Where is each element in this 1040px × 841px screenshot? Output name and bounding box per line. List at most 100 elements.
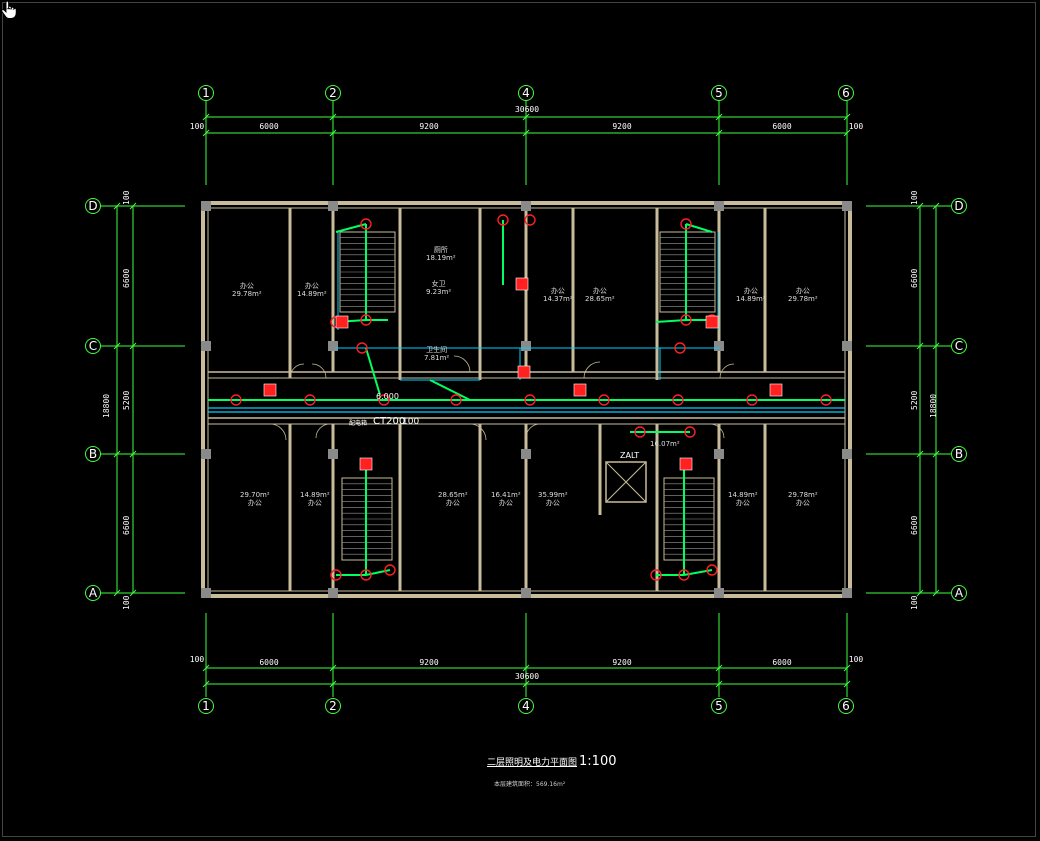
light-fixture [634,426,646,438]
dim-tick [129,202,137,210]
dim-tick [916,589,924,597]
dim-tick [329,129,337,137]
dim-top-2: 9200 [419,122,439,131]
axis-bubble-right-B: B [951,446,967,462]
axis-bubble-top-1: 1 [198,85,214,101]
dim-bottom-4: 6000 [772,658,792,667]
column [714,588,724,598]
column [328,449,338,459]
axis-bubble-right-A: A [951,585,967,601]
dim-tick [522,680,530,688]
light-fixture [330,569,342,581]
dim-tick [932,202,940,210]
elevator-label: ZALT [620,451,640,460]
axis-bubble-left-C: C [85,338,101,354]
circuit-run [365,347,381,396]
light-fixture [672,394,684,406]
dim-tick [932,450,940,458]
dim-tick [715,664,723,672]
axis-bubble-left-A: A [85,585,101,601]
distribution-panel [705,315,719,329]
dim-right-4: 100 [910,595,919,610]
elevator-shaft [605,461,647,503]
room-label: 16.07m² [650,440,680,448]
dim-tick [202,680,210,688]
column [201,449,211,459]
dim-bottom-3: 9200 [612,658,632,667]
dim-top-0: 100 [189,122,205,131]
column [201,341,211,351]
door-swing [709,423,725,439]
dim-top-4: 6000 [772,122,792,131]
distribution-panel [573,383,587,397]
dim-tick [843,129,851,137]
dim-right-1: 6600 [910,268,919,288]
door-swing [289,363,305,379]
dim-tick [329,664,337,672]
axis-bubble-bottom-2: 2 [325,698,341,714]
dim-right-2: 5200 [910,390,919,410]
dim-left-2: 5200 [122,390,131,410]
circuit-run [429,379,471,401]
panel-left-text: 配电箱 [349,420,368,427]
axis-bubble-left-D: D [85,198,101,214]
dim-tick [916,202,924,210]
dim-tick [843,664,851,672]
dim-left-3: 6600 [122,515,131,535]
axis-bubble-top-6: 6 [838,85,854,101]
light-fixture [650,569,662,581]
column [201,588,211,598]
column [714,201,724,211]
dim-tick [329,113,337,121]
dim-tick [202,664,210,672]
dim-right-0: 100 [910,190,919,205]
axis-bubble-top-2: 2 [325,85,341,101]
dim-left-1: 6600 [122,268,131,288]
light-fixture [304,394,316,406]
door-swing [315,423,331,439]
light-fixture [524,214,536,226]
dim-tick [522,129,530,137]
door-swing [525,423,541,439]
dim-bottom-5: 100 [848,655,864,664]
column [328,201,338,211]
dim-tick [129,450,137,458]
dim-bottom-0: 100 [189,655,205,664]
axis-bubble-bottom-6: 6 [838,698,854,714]
light-fixture [680,218,692,230]
drawing-subtitle: 本层建筑面积：569.16m² [494,781,566,788]
column [521,341,531,351]
axis-bubble-bottom-4: 4 [518,698,534,714]
distribution-panel [679,457,693,471]
dim-top-5: 100 [848,122,864,131]
light-fixture [384,564,396,576]
door-swing [311,363,327,379]
total-dim-bottom: 30600 [514,672,540,681]
light-fixture [598,394,610,406]
dim-tick [932,589,940,597]
overall-dim-right: 18800 [929,393,938,418]
dim-top-3: 9200 [612,122,632,131]
dim-tick [715,113,723,121]
dim-tick [113,589,121,597]
column [521,201,531,211]
overall-dim-left: 18800 [102,393,111,418]
axis-bubble-top-5: 5 [711,85,727,101]
column [842,449,852,459]
